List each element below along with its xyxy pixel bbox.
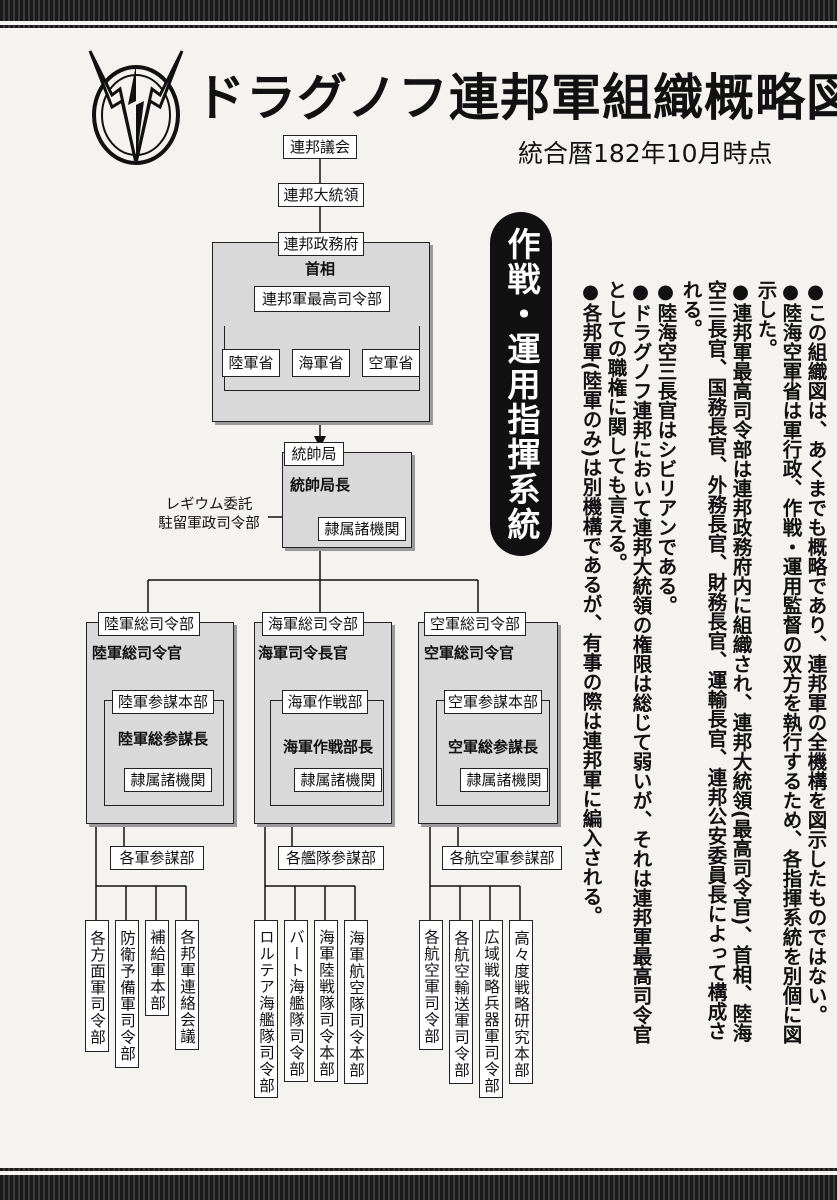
army-unit: 各邦軍連絡会議 (175, 920, 199, 1050)
note: ●陸海空軍省は軍行政、作戦・運用監督の双方を執行するため、各指揮系統を別個に図示… (754, 280, 802, 1044)
army-hq-box: 陸軍総司令部 (98, 612, 200, 636)
army-commander-label: 陸軍総司令官 (92, 644, 183, 662)
joint-bureau-chief-label: 統帥局長 (290, 476, 351, 494)
federation-emblem-icon (88, 50, 184, 165)
federal-president-box: 連邦大統領 (278, 183, 364, 207)
note: ●各邦軍(陸軍のみ)は別機構であるが、有事の際は連邦軍に編入される。 (579, 280, 602, 926)
bottom-border (0, 1168, 837, 1200)
army-staff-chief-label: 陸軍総参謀長 (118, 730, 209, 748)
navy-unit: 海軍航空隊司令本部 (344, 920, 368, 1084)
prime-minister-label: 首相 (305, 260, 336, 278)
air-sub-agencies-box: 隷属諸機関 (460, 768, 548, 792)
note: ●連邦軍最高司令部は連邦政務府内に組織され、連邦大統領(最高司令官)、首相、陸海… (679, 280, 752, 1043)
command-chain-badge: 作戦・運用指揮系統 (490, 212, 552, 556)
note: ●この組織図は、あくまでも概略であり、連邦軍の全機構を図示したものではない。 (804, 280, 827, 1025)
air-staff-departments-box: 各航空軍参謀部 (442, 846, 562, 870)
air-hq-box: 空軍総司令部 (424, 612, 526, 636)
joint-bureau-box: 統帥局 (284, 442, 344, 466)
ministry-air-box: 空軍省 (362, 349, 420, 377)
supreme-command-box: 連邦軍最高司令部 (254, 286, 390, 312)
navy-hq-box: 海軍総司令部 (262, 612, 364, 636)
army-unit: 各方面軍司令部 (85, 920, 109, 1052)
navy-sub-agencies-box: 隷属諸機関 (294, 768, 382, 792)
legium-command-label: レギウム委託 駐留軍政司令部 (158, 497, 260, 532)
air-commander-label: 空軍総司令官 (424, 644, 515, 662)
navy-unit: 海軍陸戦隊司令本部 (314, 920, 338, 1082)
air-staff-box: 空軍参謀本部 (444, 690, 542, 714)
air-staff-chief-label: 空軍総参謀長 (448, 738, 539, 756)
army-unit: 補給軍本部 (145, 920, 169, 1016)
air-unit: 各航空軍司令部 (419, 920, 443, 1050)
army-unit: 防衛予備軍司令部 (115, 920, 139, 1068)
air-unit: 広域戦略兵器軍司令部 (479, 920, 503, 1098)
federal-government-box: 連邦政務府 (278, 232, 364, 256)
air-unit: 各航空輸送軍司令部 (449, 920, 473, 1084)
page-title: ドラグノフ連邦軍組織概略図 (195, 69, 837, 127)
army-staff-box: 陸軍参謀本部 (112, 690, 214, 714)
air-unit: 高々度戦略研究本部 (509, 920, 533, 1084)
navy-unit: ロルテア海艦隊司令部 (254, 920, 278, 1098)
navy-fleet-staff-box: 各艦隊参謀部 (278, 846, 384, 870)
ministry-army-box: 陸軍省 (222, 349, 280, 377)
top-border (0, 0, 837, 28)
army-sub-agencies-box: 隷属諸機関 (124, 768, 212, 792)
notes-block: ●この組織図は、あくまでも概略であり、連邦軍の全機構を図示したものではない。 ●… (578, 280, 828, 1050)
navy-staff-chief-label: 海軍作戦部長 (283, 738, 374, 756)
ministry-navy-box: 海軍省 (292, 349, 350, 377)
navy-unit: バート海艦隊司令部 (284, 920, 308, 1082)
note: ●陸海空三長官はシビリアンである。 (654, 280, 677, 615)
federal-parliament-box: 連邦議会 (283, 135, 357, 159)
joint-sub-agencies-box: 隷属諸機関 (318, 517, 406, 541)
army-staff-departments-box: 各軍参謀部 (110, 846, 204, 870)
page-subtitle: 統合暦182年10月時点 (518, 139, 773, 168)
note: ●ドラグノフ連邦において連邦大統領の権限は総じて弱いが、それは連邦軍最高司令官と… (604, 280, 652, 1044)
federal-government-frame (212, 242, 430, 422)
navy-commander-label: 海軍司令長官 (258, 644, 349, 662)
navy-staff-box: 海軍作戦部 (282, 690, 368, 714)
